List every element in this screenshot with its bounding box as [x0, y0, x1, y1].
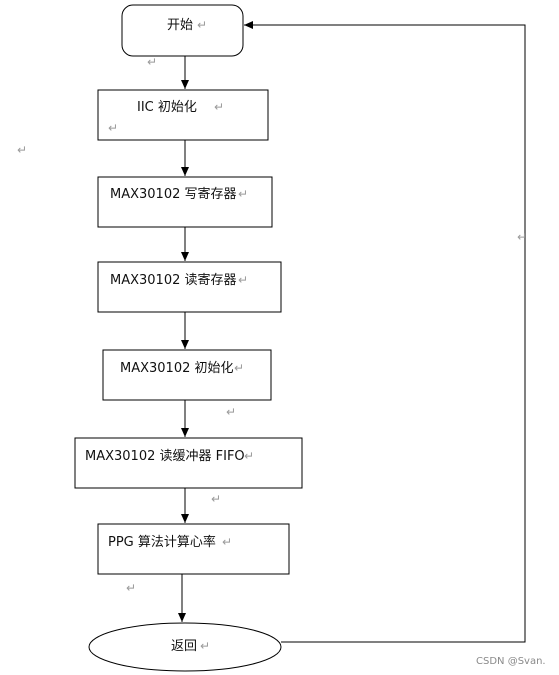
label-max-init: MAX30102 初始化: [120, 361, 234, 376]
para-mark-icon: ↵: [238, 187, 248, 201]
para-mark-icon: ↵: [214, 100, 224, 114]
para-mark-icon: ↵: [126, 581, 136, 595]
node-iic-init: [97, 89, 269, 141]
para-mark-icon: ↵: [234, 361, 244, 375]
para-mark-icon: ↵: [238, 273, 248, 287]
para-mark-icon: ↵: [200, 639, 210, 653]
para-mark-icon: ↵: [197, 18, 207, 32]
label-read-fifo: MAX30102 读缓冲器 FIFO: [85, 449, 245, 464]
watermark: CSDN @Svan.: [476, 656, 546, 667]
para-mark-icon: ↵: [244, 449, 254, 463]
label-ppg: PPG 算法计算心率: [108, 534, 216, 550]
para-mark-icon: ↵: [211, 492, 221, 506]
para-mark-icon: ↵: [222, 535, 232, 549]
label-return: 返回: [171, 639, 197, 654]
node-start: [121, 4, 244, 57]
label-iic-init: IIC 初始化: [137, 100, 197, 115]
node-ppg: [97, 523, 290, 575]
para-mark-icon: ↵: [17, 143, 27, 157]
label-start: 开始: [167, 18, 193, 33]
node-max-init: [102, 349, 272, 401]
para-mark-icon: ↵: [147, 55, 157, 69]
para-mark-icon: ↵: [517, 230, 527, 244]
node-write-reg: [97, 176, 273, 228]
label-read-reg: MAX30102 读寄存器: [110, 272, 237, 288]
node-read-reg: [97, 261, 282, 313]
label-write-reg: MAX30102 写寄存器: [110, 186, 237, 202]
edge-return-start: [244, 21, 526, 643]
node-return: [88, 622, 282, 672]
para-mark-icon: ↵: [226, 405, 236, 419]
para-mark-icon: ↵: [108, 121, 118, 135]
node-read-fifo: [74, 437, 303, 489]
